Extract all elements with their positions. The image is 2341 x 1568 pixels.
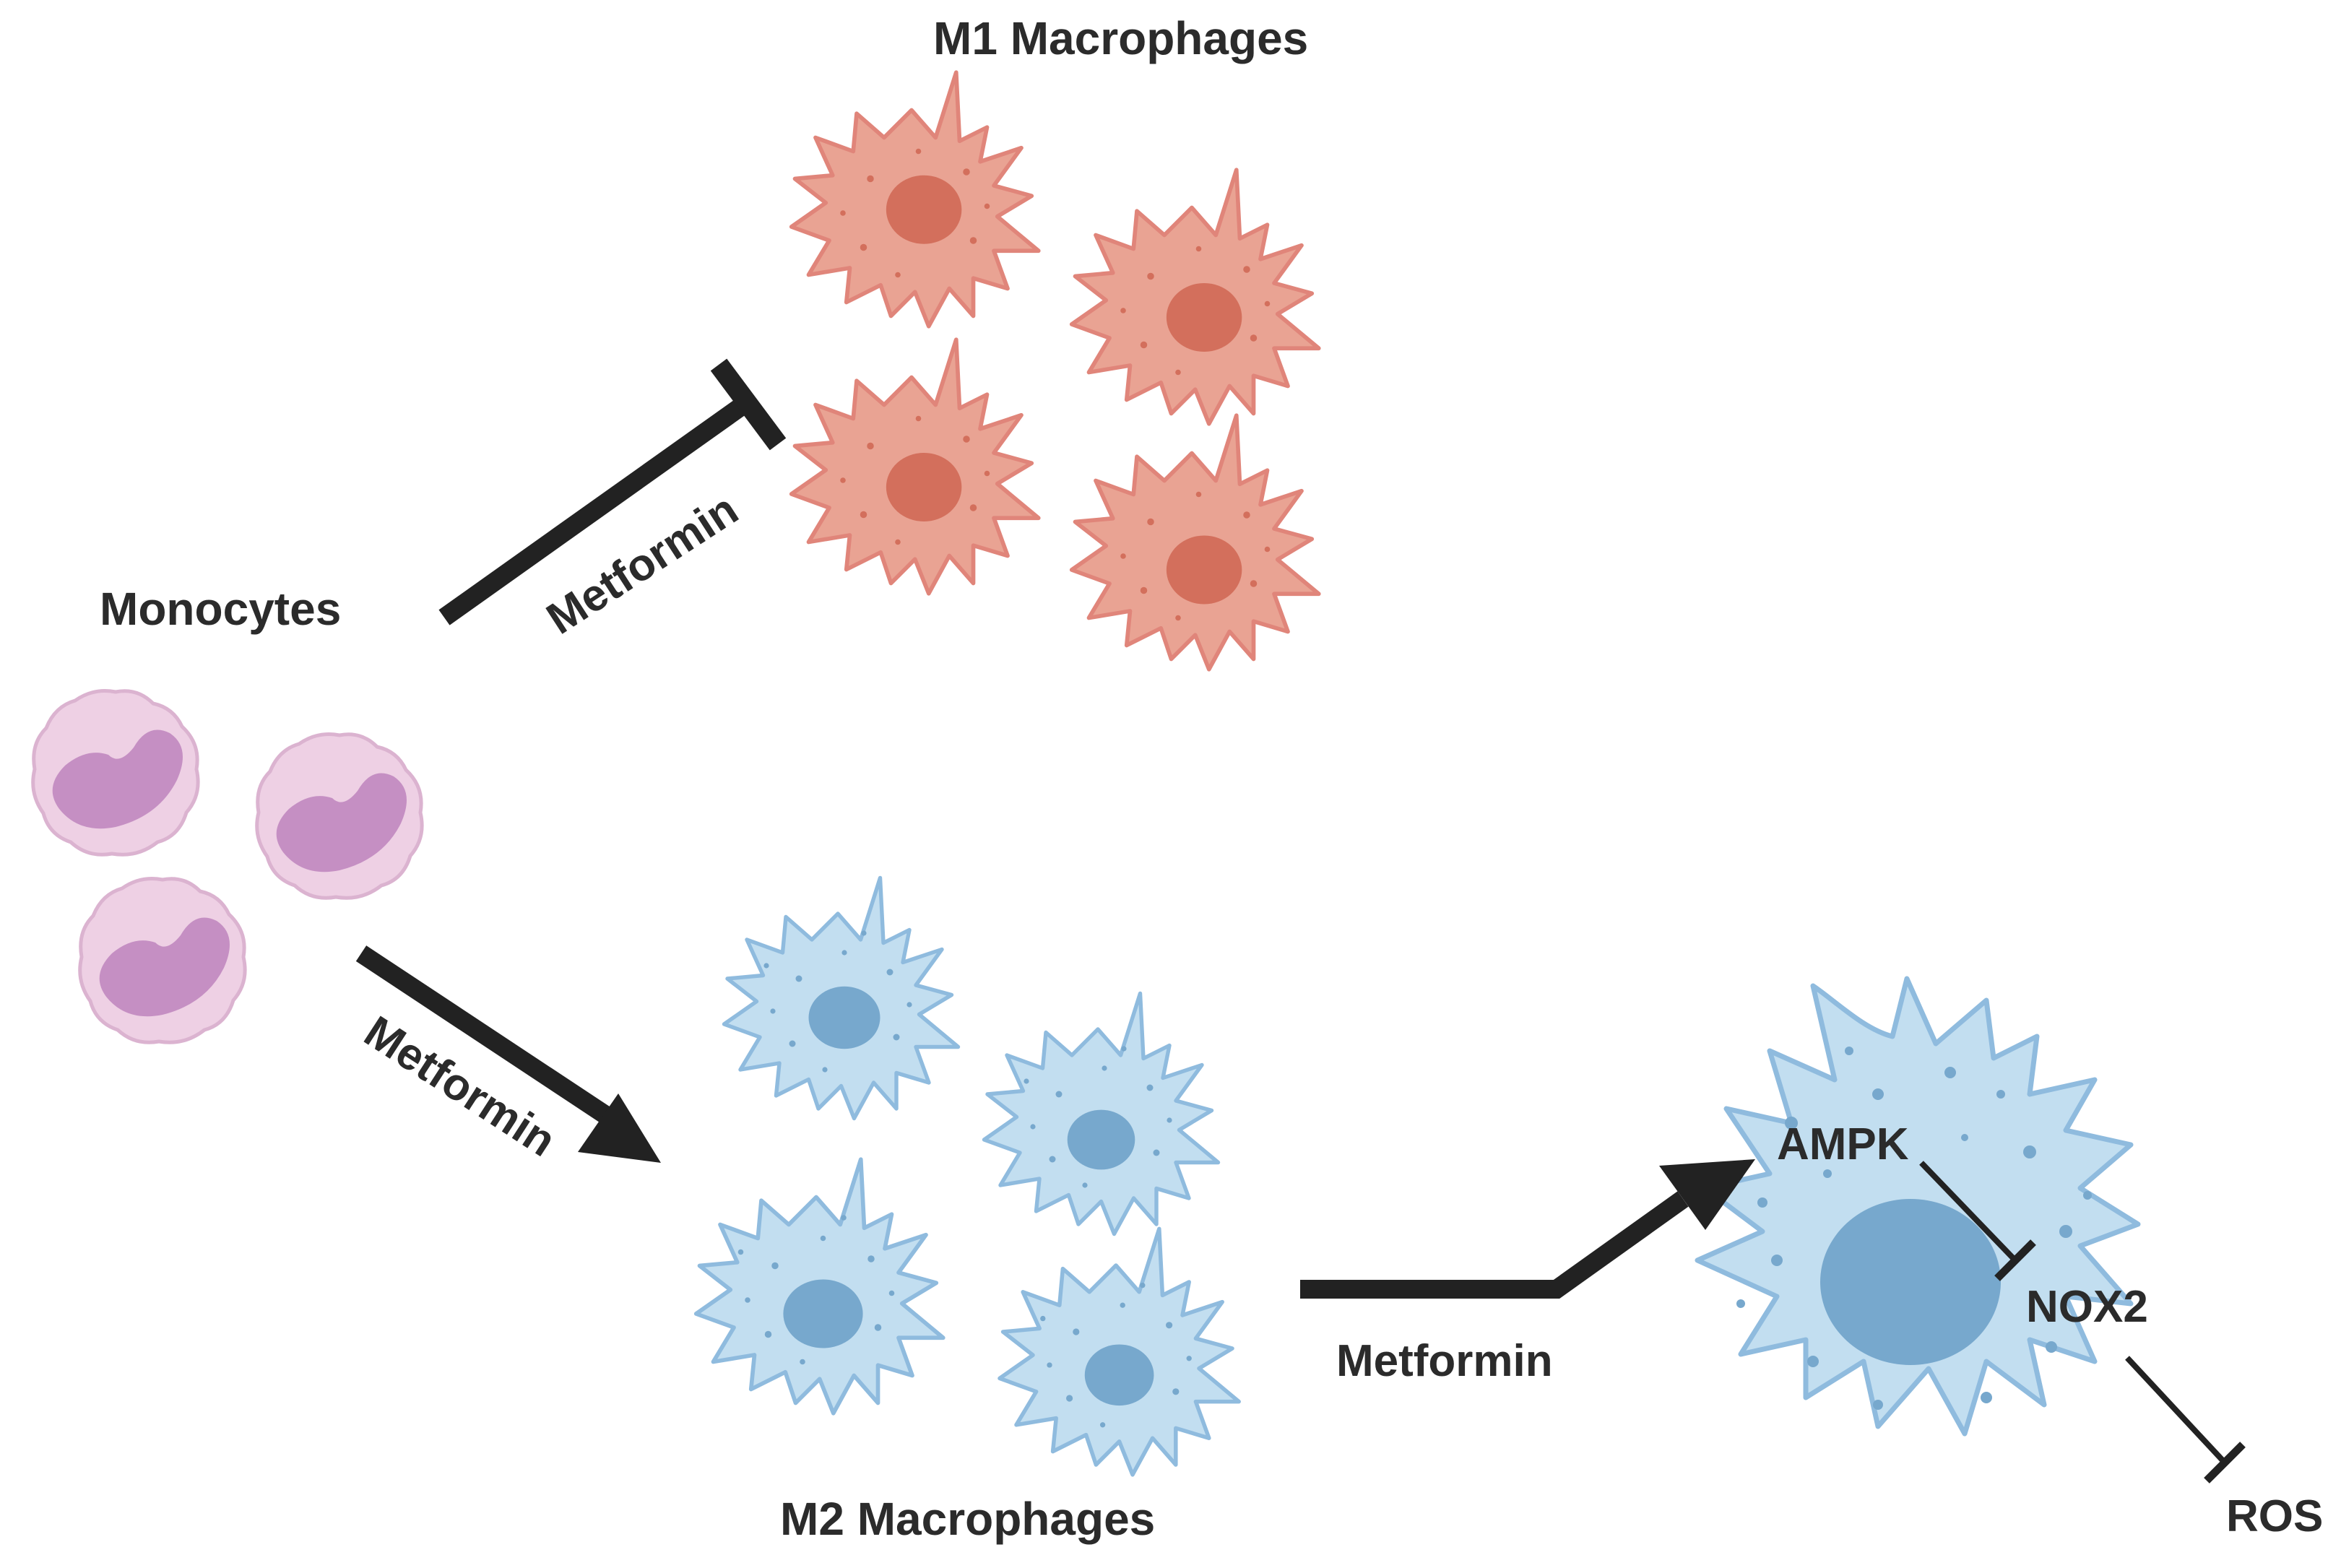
m1-macrophage-cell bbox=[1072, 170, 1319, 424]
nox2-label: NOX2 bbox=[2026, 1282, 2148, 1332]
pathway-connectors bbox=[355, 358, 2246, 1483]
m1-macrophage-cluster bbox=[792, 72, 1319, 670]
metformin-ampk-arrow-line bbox=[1300, 1191, 1689, 1299]
metformin-m1-inhibition-line bbox=[438, 397, 750, 625]
ampk-nox2-inhibition-line bbox=[1919, 1161, 2017, 1262]
ampk-nox2-inhibition-bar bbox=[1994, 1239, 2036, 1281]
metformin-ampk-arrowhead bbox=[1659, 1159, 1755, 1230]
ampk-label: AMPK bbox=[1777, 1119, 1909, 1169]
monocyte-cell bbox=[80, 879, 245, 1043]
m2-macrophage-cell bbox=[724, 878, 959, 1119]
metformin-activate-label: Metformin bbox=[1336, 1336, 1553, 1386]
m2-macrophage-cell bbox=[985, 994, 1219, 1234]
metformin-m2-arrow-line bbox=[355, 945, 613, 1124]
nox2-ros-inhibition-bar bbox=[2204, 1442, 2246, 1483]
monocyte-cell bbox=[33, 691, 198, 855]
m1-macrophage-cell bbox=[792, 72, 1039, 326]
metformin-inhibit-label: Metformin bbox=[538, 485, 747, 644]
m2-macrophage-cell bbox=[696, 1159, 943, 1413]
m1-macrophage-cell bbox=[1072, 415, 1319, 670]
nox2-ros-inhibition-line bbox=[2125, 1356, 2227, 1465]
monocytes-label: Monocytes bbox=[100, 583, 341, 635]
ros-label: ROS bbox=[2226, 1491, 2323, 1541]
m2-macrophage-detail-cell bbox=[1697, 979, 2138, 1434]
metformin-m1-inhibition-bar bbox=[710, 358, 787, 451]
m2-macrophage-cell bbox=[1000, 1229, 1239, 1474]
m2-macrophage-cluster bbox=[696, 878, 1239, 1475]
monocyte-cell bbox=[257, 735, 422, 898]
metformin-promote-label: Metformin bbox=[355, 1007, 564, 1166]
monocyte-cluster bbox=[33, 691, 422, 1043]
metformin-m2-arrowhead bbox=[578, 1093, 661, 1163]
m2-macrophages-label: M2 Macrophages bbox=[780, 1493, 1155, 1545]
m1-macrophages-label: M1 Macrophages bbox=[933, 12, 1308, 64]
m1-macrophage-cell bbox=[792, 339, 1039, 594]
